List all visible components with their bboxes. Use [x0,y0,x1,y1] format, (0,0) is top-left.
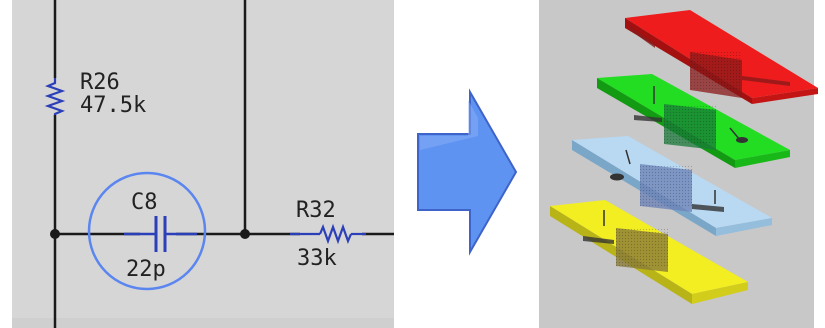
junction-dot-left [50,229,60,239]
r32-ref-label: R32 [296,198,336,223]
layer-lightblue [572,136,772,236]
resistor-symbol-icon [318,223,353,245]
junction-dot-right [240,229,250,239]
layer-yellow [550,200,748,304]
capacitor-c8: C8 22p [87,171,207,291]
pcb-layer-stack [539,0,818,328]
r32-value-label: 33k [297,246,337,271]
layer-green [597,74,790,168]
resistor-r26: R26 47.5k [44,70,146,118]
schematic-background [12,0,394,328]
c8-value-label: 22p [126,257,166,282]
schematic-panel: R26 47.5k C8 22p R32 33k [12,0,394,328]
r26-ref-label: R26 [80,70,120,95]
layer-red [625,10,818,104]
c8-ref-label: C8 [131,190,158,215]
resistor-r32: R32 33k [290,198,366,271]
r26-value-label: 47.5k [80,93,146,118]
right-arrow-icon [417,88,518,256]
highlight-circle [87,171,207,291]
schematic-bottom-strip [12,318,394,328]
resistor-symbol-icon [44,78,66,116]
